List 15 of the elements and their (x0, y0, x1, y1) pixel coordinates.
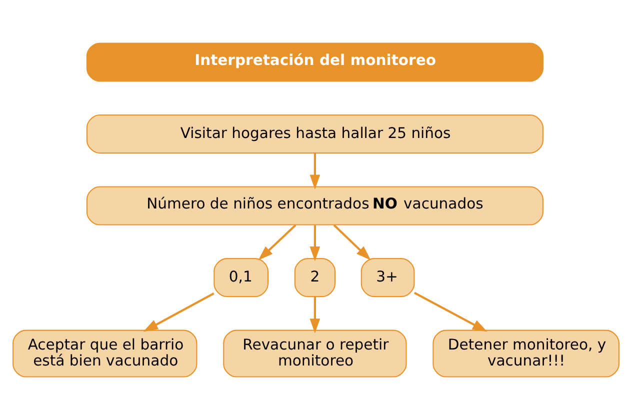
arrow (310, 225, 320, 262)
node-box: Revacunar o repetir monitoreo (223, 330, 407, 378)
node-box: Interpretación del monitoreo (86, 42, 544, 82)
node-box: Visitar hogares hasta hallar 25 niños (86, 114, 544, 154)
node-box: 3+ (360, 258, 415, 298)
arrow (310, 153, 320, 190)
arrow (414, 292, 488, 332)
node-box: 0,1 (214, 258, 268, 298)
node-box: Número de niños encontrados NO vacunados (86, 186, 544, 226)
arrow (143, 292, 214, 332)
node-box: Detener monitoreo, y vacunar!!! (432, 330, 620, 378)
arrow (333, 224, 371, 260)
arrow (258, 224, 296, 260)
node-box: Aceptar que el barrio está bien vacunado (12, 330, 198, 378)
arrow (310, 296, 320, 334)
